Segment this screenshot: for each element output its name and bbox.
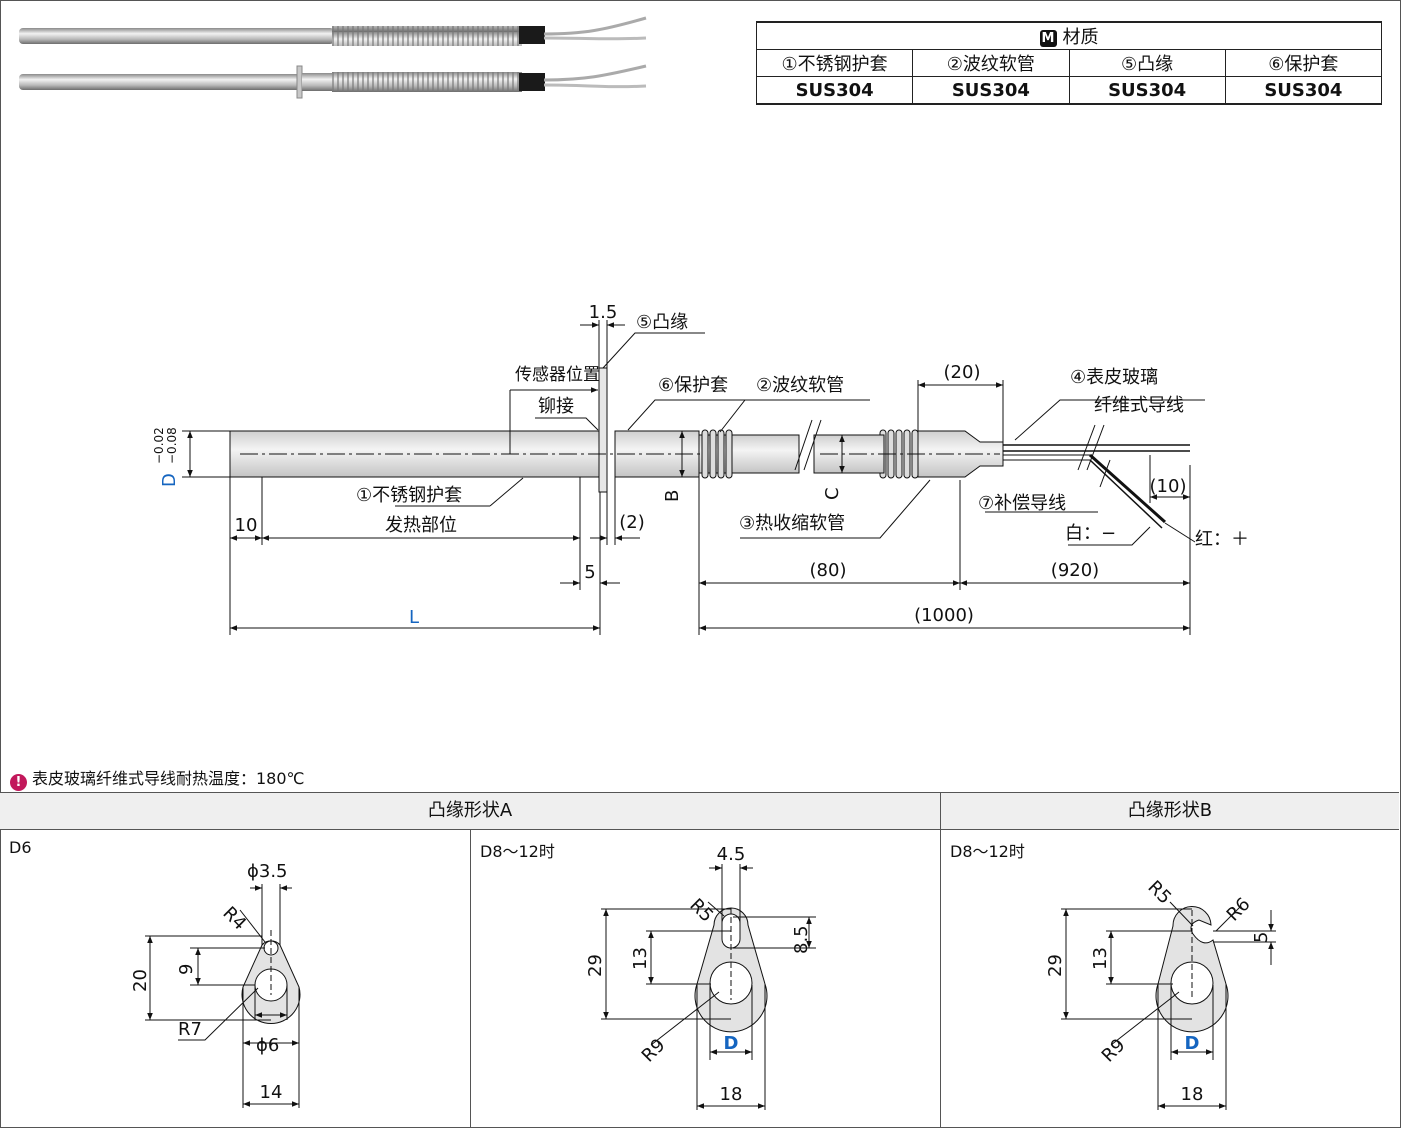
dim-5: 5: [584, 562, 595, 583]
dim-L: L: [409, 607, 419, 628]
flange-shapes-table: 凸缘形状A D6: [0, 792, 1399, 1128]
flange-b-d8-12-drawing: R5 R6 5 29 13 R9 D 18: [1045, 877, 1276, 1110]
flange-a-d6-r-large: R7: [178, 1019, 202, 1040]
flange-a-d8-12-slot-len: 8.5: [791, 925, 812, 954]
flange-a-d8-12-cell: D8～12时: [471, 830, 940, 1128]
flange-a-d6-drawing: ϕ3.5 R4 20 9 R7 ϕ6 14: [130, 861, 301, 1108]
flange-b-d8-12-cell: D8～12时: [941, 830, 1399, 1128]
dim-1000: (1000): [914, 605, 974, 626]
label-heat-shrink: ③热收缩软管: [739, 513, 845, 534]
flange-a-d6-hole: ϕ3.5: [247, 861, 288, 882]
flange-b-notch: 5: [1251, 932, 1272, 943]
heat-resistance-note: !表皮玻璃纤维式导线耐热温度：180℃: [10, 765, 305, 791]
flange-b-offset: 13: [1090, 947, 1111, 970]
label-glass-fiber-wire-1: ④表皮玻璃: [1070, 367, 1158, 388]
flange-b-r-small: R5: [1143, 877, 1175, 909]
heater-photo-1: [19, 16, 647, 46]
dim-2: (2): [619, 512, 645, 533]
label-corrugated-tube: ②波纹软管: [756, 375, 844, 396]
flange-a-d8-12-drawing: 4.5 R5 8.5 29 13 R9 D 18: [585, 844, 816, 1110]
flange-shape-b-group: 凸缘形状B D8～12时: [941, 793, 1399, 1128]
heater-photo-2: [19, 64, 647, 99]
flange-a-d8-12-condition: D8～12时: [480, 842, 555, 861]
dim-heat-shrink-length: (20): [944, 362, 981, 383]
material-col-cover: ⑥保护套: [1224, 49, 1383, 77]
label-sheath: ①不锈钢护套: [356, 485, 462, 506]
lead-wires: [1003, 444, 1190, 529]
flange-b-bore: D: [1185, 1033, 1200, 1054]
label-c: C: [822, 487, 843, 500]
flange-a-d6-bore: ϕ6: [256, 1035, 279, 1056]
label-heating-section: 发热部位: [385, 515, 457, 536]
dim-80: (80): [810, 560, 847, 581]
flange-a-d8-12-r-large: R9: [638, 1035, 670, 1067]
main-dimension-drawing: 1.5 ⑤凸缘 传感器位置 铆接 ⑥保护套 ②波纹软管 (20) ④表皮玻璃 纤…: [152, 302, 1249, 635]
material-value: SUS304: [1224, 76, 1383, 105]
material-value: SUS304: [755, 76, 914, 105]
material-m-icon: M: [1039, 30, 1057, 47]
dim-flange-thickness: 1.5: [589, 302, 618, 323]
label-protective-cover: ⑥保护套: [658, 375, 728, 396]
flange-a-d6-offset: 9: [176, 964, 197, 975]
dim-920: (920): [1051, 560, 1099, 581]
flange-a-d8-12-r-small: R5: [685, 895, 717, 927]
material-col-sheath: ①不锈钢护套: [755, 49, 914, 77]
material-col-corrugated: ②波纹软管: [912, 49, 1070, 77]
flange-b-r-notch: R6: [1223, 894, 1255, 926]
label-red-positive: 红：＋: [1195, 529, 1249, 550]
flange-a-d8-12-width: 18: [720, 1084, 743, 1105]
d-tol-lower: −0.08: [165, 427, 179, 464]
flange-shape-a-group: 凸缘形状A D6: [0, 793, 941, 1128]
material-value: SUS304: [1068, 76, 1226, 105]
flange-b-r-large: R9: [1098, 1035, 1130, 1067]
label-b: B: [662, 490, 683, 502]
material-value: SUS304: [912, 76, 1070, 105]
flange-b-height: 29: [1045, 954, 1066, 977]
flange-a-d6-height: 20: [130, 969, 151, 992]
d-tol-upper: −0.02: [152, 427, 166, 464]
material-col-flange: ⑤凸缘: [1068, 49, 1226, 77]
warning-icon: !: [10, 774, 27, 791]
product-photo: [19, 16, 647, 99]
label-d-blue: D: [159, 473, 180, 487]
flange-a-d8-12-slot-width: 4.5: [717, 844, 746, 865]
flange-a-d6-cell: D6: [0, 830, 471, 1128]
flange-a-d6-r-small: R4: [218, 903, 250, 935]
flange-b-width: 18: [1181, 1084, 1204, 1105]
dim-10: 10: [235, 515, 258, 536]
flange-shape-a-title: 凸缘形状A: [0, 793, 940, 830]
label-flange: ⑤凸缘: [636, 312, 688, 333]
label-white-negative: 白：−: [1065, 523, 1116, 544]
dim-wire-end: (10): [1150, 476, 1187, 497]
flange-a-d6-condition: D6: [9, 838, 32, 857]
flange-a-d8-12-bore: D: [724, 1033, 739, 1054]
flange: [598, 367, 608, 493]
flange-a-d6-width: 14: [260, 1082, 283, 1103]
label-glass-fiber-wire-2: 纤维式导线: [1094, 395, 1184, 416]
label-rivet: 铆接: [538, 396, 574, 417]
flange-shape-b-title: 凸缘形状B: [941, 793, 1399, 830]
flange-b-d8-12-condition: D8～12时: [950, 842, 1025, 861]
label-compensation-wire: ⑦补偿导线: [978, 493, 1066, 514]
label-sensor-position: 传感器位置: [515, 365, 600, 385]
flange-a-d8-12-height: 29: [585, 954, 606, 977]
flange-a-d8-12-offset: 13: [630, 947, 651, 970]
